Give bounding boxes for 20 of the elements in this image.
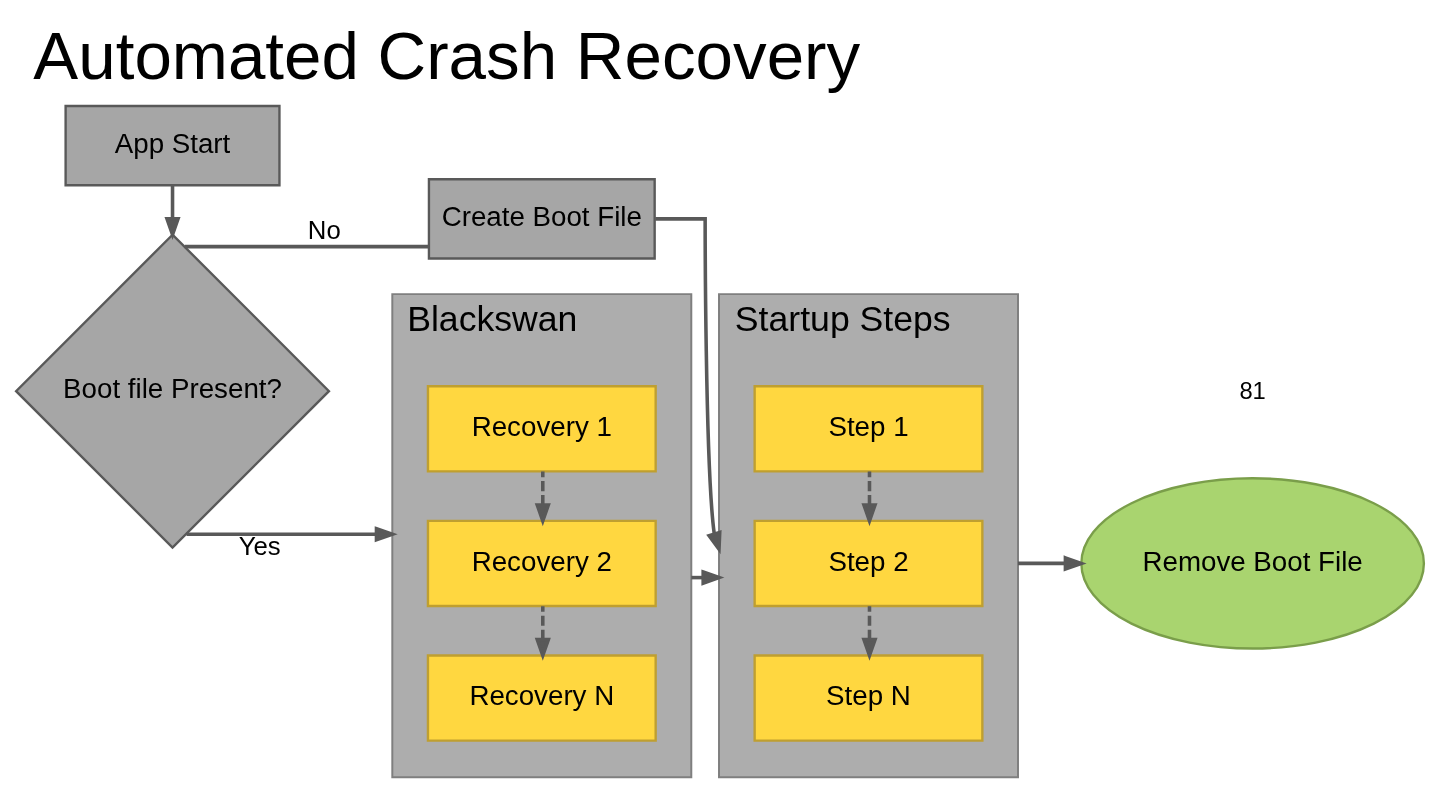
arrow — [861, 606, 878, 661]
node-box: Recovery N — [426, 654, 657, 742]
node-ellipse: Remove Boot File — [1080, 477, 1426, 650]
arrow — [534, 606, 551, 661]
node-box: Recovery 1 — [426, 385, 657, 473]
node-box: Step 1 — [753, 385, 984, 473]
arrow — [861, 471, 878, 527]
node-box: Create Boot File — [427, 178, 656, 260]
node-box: Recovery 2 — [426, 519, 657, 608]
arrow — [186, 526, 398, 543]
arrow — [655, 217, 722, 555]
arrow — [1018, 555, 1087, 572]
node-box: App Start — [64, 104, 281, 187]
arrow — [164, 185, 181, 240]
diagram-title: Automated Crash Recovery — [33, 17, 861, 93]
connector — [184, 244, 429, 249]
label: 81 — [1239, 377, 1266, 405]
node-box: Step 2 — [753, 519, 984, 608]
node-box: Step N — [753, 654, 984, 742]
arrow — [534, 471, 551, 527]
